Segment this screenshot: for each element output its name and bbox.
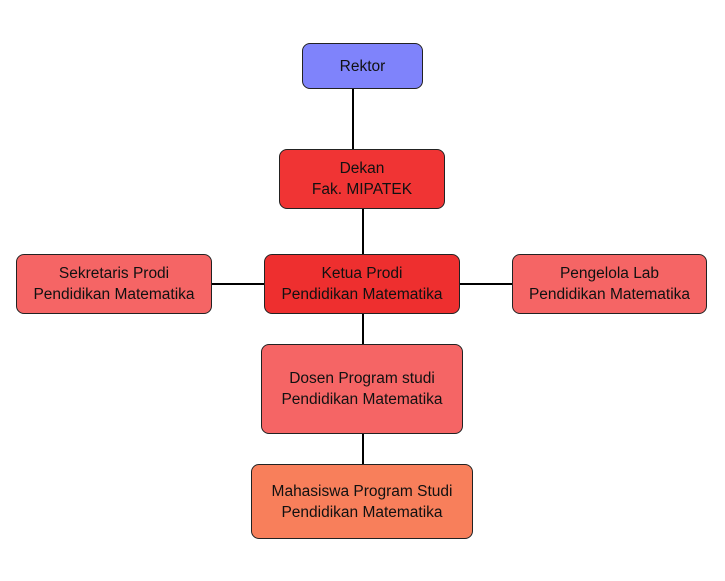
node-dekan-title: Dekan xyxy=(339,160,385,177)
connector-dosen-mahasiswa xyxy=(362,434,364,464)
node-dekan: Dekan Fak. MIPATEK xyxy=(279,149,445,209)
node-dosen-subtitle: Pendidikan Matematika xyxy=(281,391,443,408)
node-mahasiswa-subtitle: Pendidikan Matematika xyxy=(281,503,443,521)
connector-ketua-dosen xyxy=(362,314,364,344)
node-pengelola-lab-title: Pengelola Lab xyxy=(559,265,660,282)
connector-dekan-ketua xyxy=(362,209,364,254)
node-dekan-subtitle: Fak. MIPATEK xyxy=(311,181,413,198)
node-dosen: Dosen Program studi Pendidikan Matematik… xyxy=(261,344,463,434)
node-pengelola-lab: Pengelola Lab Pendidikan Matematika xyxy=(512,254,707,314)
connector-rektor-dekan xyxy=(352,89,354,149)
connector-ketua-sekretaris xyxy=(212,283,264,285)
node-rektor-label: Rektor xyxy=(339,57,386,75)
node-rektor: Rektor xyxy=(302,43,423,89)
node-pengelola-lab-subtitle: Pendidikan Matematika xyxy=(528,286,691,303)
node-ketua-prodi: Ketua Prodi Pendidikan Matematika xyxy=(264,254,460,314)
node-sekretaris-prodi: Sekretaris Prodi Pendidikan Matematika xyxy=(16,254,212,314)
node-dosen-title: Dosen Program studi xyxy=(289,370,435,387)
node-ketua-prodi-subtitle: Pendidikan Matematika xyxy=(281,286,443,303)
node-sekretaris-prodi-subtitle: Pendidikan Matematika xyxy=(33,286,195,303)
node-mahasiswa-title: Mahasiswa Program Studi xyxy=(271,482,453,500)
node-mahasiswa: Mahasiswa Program Studi Pendidikan Matem… xyxy=(251,464,473,539)
node-ketua-prodi-title: Ketua Prodi xyxy=(321,265,403,282)
node-sekretaris-prodi-title: Sekretaris Prodi xyxy=(58,265,170,282)
connector-ketua-pengelola xyxy=(460,283,512,285)
